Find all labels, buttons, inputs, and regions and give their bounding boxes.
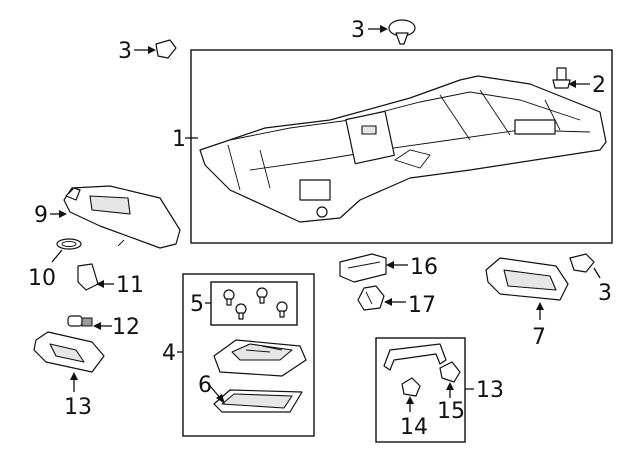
callout-4: 3 bbox=[351, 18, 365, 43]
headliner-box bbox=[190, 49, 613, 244]
callout-5: 4 bbox=[162, 341, 176, 366]
map-lamp-box bbox=[182, 273, 315, 437]
callout-7: 6 bbox=[198, 373, 212, 398]
callout-15: 14 bbox=[400, 415, 428, 440]
callout-3-right: 3 bbox=[598, 281, 612, 306]
callout-3-top: 3 bbox=[118, 39, 132, 64]
headliner-panel bbox=[199, 75, 607, 223]
callout-8: 7 bbox=[532, 325, 546, 350]
bracket-part-18 bbox=[357, 285, 385, 311]
console-part-5 bbox=[213, 339, 307, 377]
callout-2: 2 bbox=[592, 73, 606, 98]
callout-16: 15 bbox=[437, 399, 465, 424]
room-lamp-part-8 bbox=[485, 257, 569, 301]
cap-part-16 bbox=[439, 361, 461, 383]
ring-part-11 bbox=[56, 238, 82, 250]
callout-18: 17 bbox=[408, 293, 436, 318]
connector-part-17 bbox=[339, 253, 387, 283]
lamp-part-12 bbox=[33, 331, 105, 373]
callout-6: 5 bbox=[190, 292, 204, 317]
clip-part-2 bbox=[552, 67, 571, 89]
cap-part-15 bbox=[401, 377, 421, 397]
lens-part-7 bbox=[213, 389, 303, 413]
holder-part-10 bbox=[77, 263, 99, 291]
callout-1: 1 bbox=[172, 127, 186, 152]
bulb-part-13 bbox=[67, 315, 93, 327]
grip-box bbox=[375, 337, 466, 443]
screws-part-6 bbox=[223, 287, 288, 320]
callout-10: 11 bbox=[116, 273, 144, 298]
bracket-part-3-right bbox=[569, 253, 595, 273]
callout-14: 13 bbox=[476, 378, 504, 403]
plug-part-4 bbox=[388, 19, 416, 45]
bracket-part-3-top bbox=[155, 39, 177, 59]
callout-12: 13 bbox=[64, 395, 92, 420]
callout-17: 16 bbox=[410, 255, 438, 280]
callout-13: 12 bbox=[112, 315, 140, 340]
callout-9: 9 bbox=[34, 203, 48, 228]
callout-11: 10 bbox=[28, 266, 56, 291]
assist-grip-part-14 bbox=[383, 343, 447, 371]
sun-visor-part-9 bbox=[63, 185, 181, 249]
